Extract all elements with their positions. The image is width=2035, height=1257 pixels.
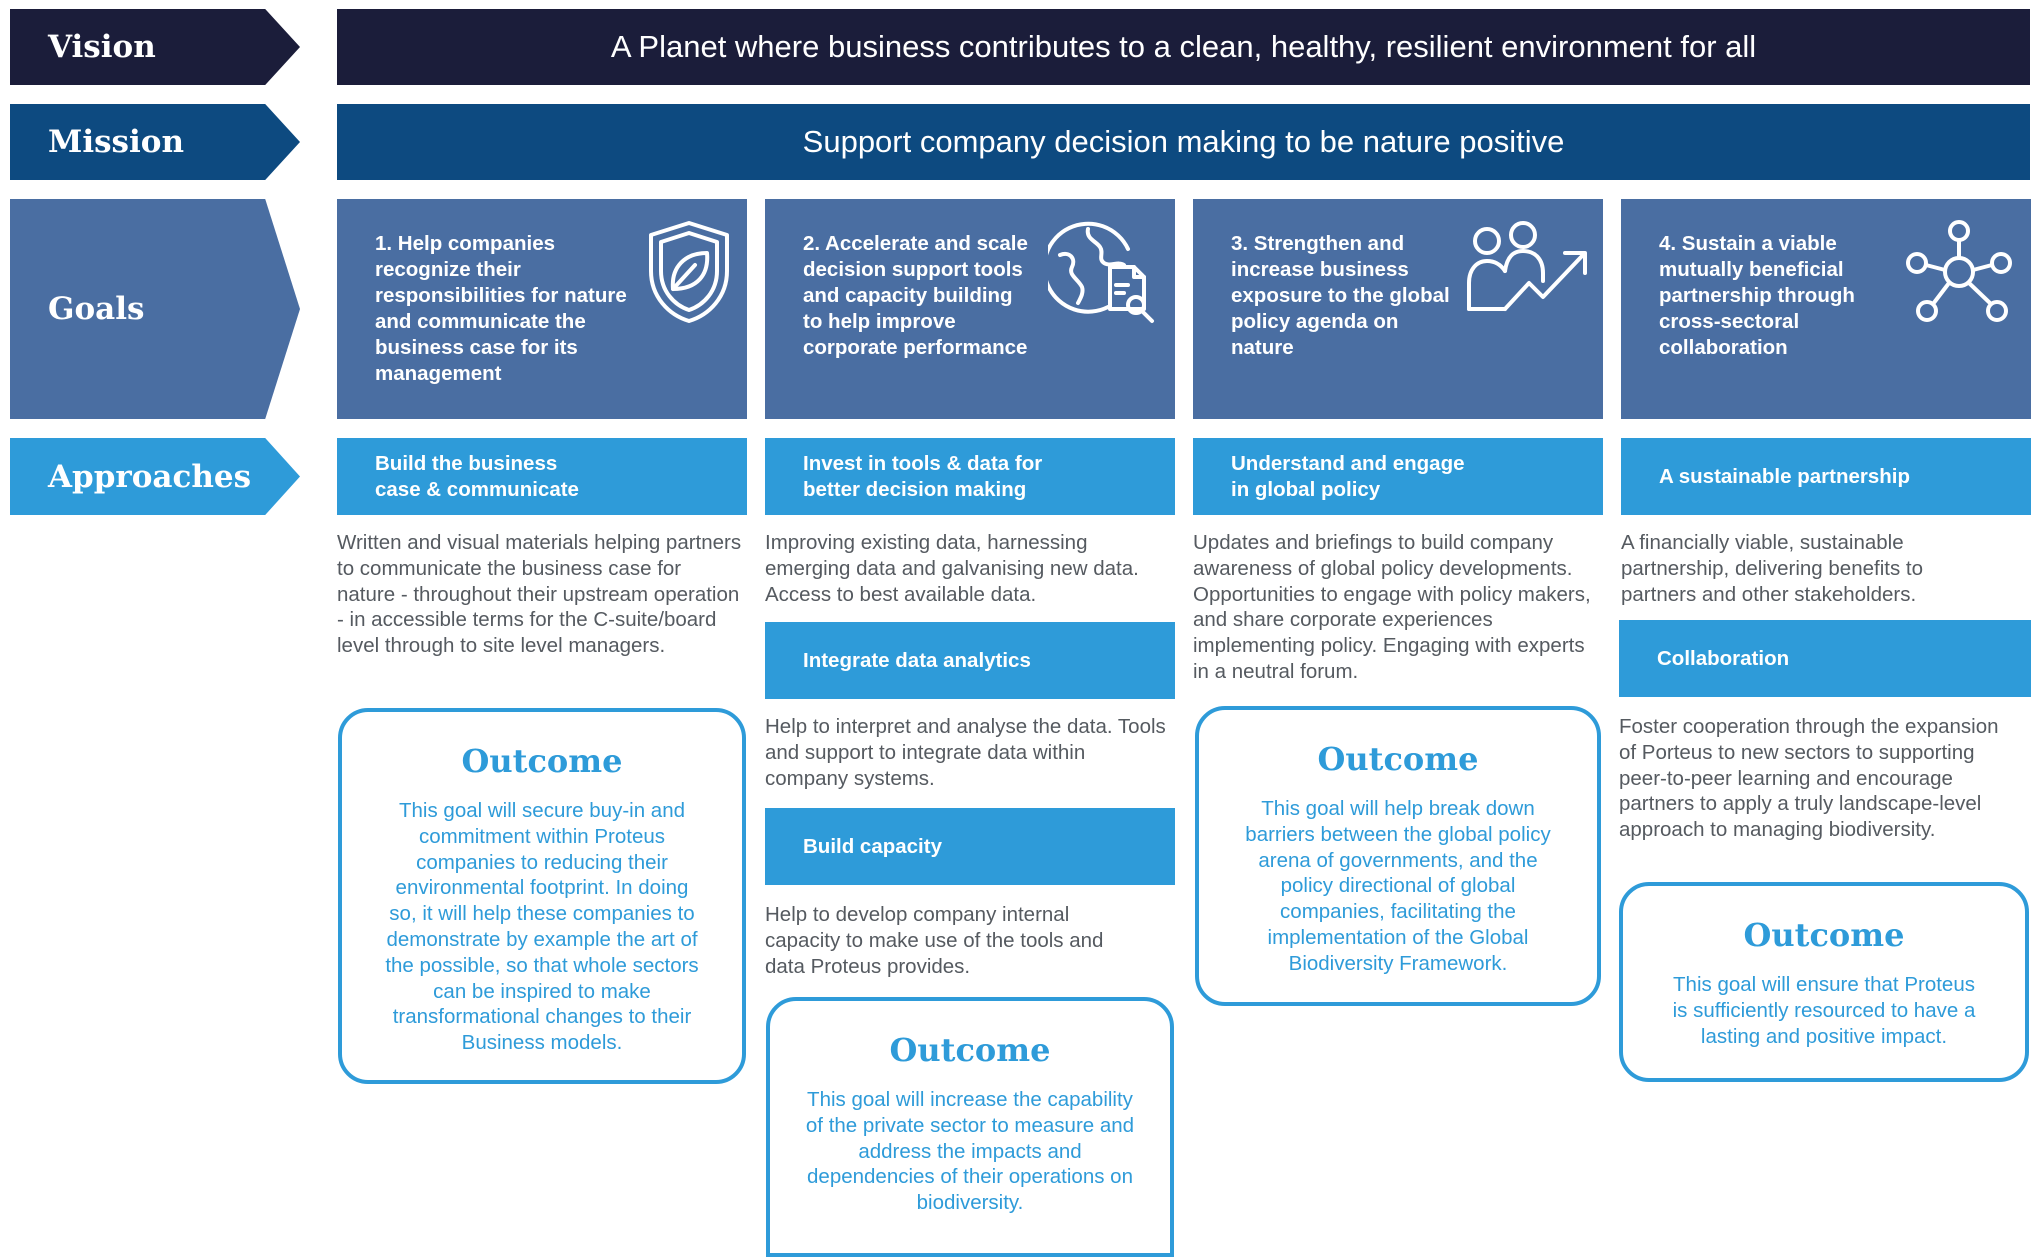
approach-3-description: Updates and briefings to build company a… <box>1193 531 1591 683</box>
goal-2-text: 2. Accelerate and scale decision support… <box>803 232 1028 359</box>
goal-4-text: 4. Sustain a viable mutually beneficial … <box>1659 232 1855 359</box>
mission-banner: Support company decision making to be na… <box>337 104 2030 180</box>
goal-card-2: 2. Accelerate and scale decision support… <box>765 199 1175 419</box>
row-label-vision: Vision <box>10 9 300 85</box>
approach-2-sub-1-label: Integrate data analytics <box>803 648 1031 672</box>
approach-4-bar: A sustainable partnership <box>1621 438 2031 515</box>
outcome-1-title: Outcome <box>461 742 623 780</box>
approach-2-sub-1-bar: Integrate data analytics <box>765 622 1175 699</box>
approach-4-sub-1-description: Foster cooperation through the expansion… <box>1619 715 1999 842</box>
goal-3-text: 3. Strengthen and increase business expo… <box>1231 232 1450 359</box>
outcome-2-text: This goal will increase the capability o… <box>805 1088 1135 1215</box>
row-label-approaches: Approaches <box>10 438 300 515</box>
outcome-2-title: Outcome <box>889 1031 1051 1069</box>
people-trend-arrow-icon <box>1465 221 1589 313</box>
approach-2-sub-1-description: Help to interpret and analyse the data. … <box>765 715 1166 790</box>
approach-4-sub-1-label: Collaboration <box>1657 646 1790 670</box>
vision-banner: A Planet where business contributes to a… <box>337 9 2030 85</box>
approach-2-description: Improving existing data, harnessing emer… <box>765 531 1139 606</box>
globe-document-search-icon <box>1048 221 1158 325</box>
row-label-mission-text: Mission <box>48 124 184 160</box>
approach-3-label: Understand and engage in global policy <box>1231 451 1465 501</box>
outcome-1-text: This goal will secure buy-in and commitm… <box>385 799 699 1055</box>
goal-card-3: 3. Strengthen and increase business expo… <box>1193 199 1603 419</box>
row-label-vision-text: Vision <box>48 29 156 65</box>
outcome-box-4: Outcome This goal will ensure that Prote… <box>1619 882 2029 1082</box>
approach-1-label: Build the business case & communicate <box>375 451 579 501</box>
approach-3-bar: Understand and engage in global policy <box>1193 438 1603 515</box>
outcome-3-title: Outcome <box>1317 740 1479 778</box>
approach-2-sub-2-description: Help to develop company internal capacit… <box>765 903 1104 978</box>
outcome-3-text: This goal will help break down barriers … <box>1245 797 1551 975</box>
outcome-box-3: Outcome This goal will help break down b… <box>1195 706 1601 1006</box>
mission-statement: Support company decision making to be na… <box>802 124 1565 159</box>
approach-1-bar: Build the business case & communicate <box>337 438 747 515</box>
approach-2-sub-2-label: Build capacity <box>803 834 942 858</box>
outcome-4-title: Outcome <box>1743 916 1905 954</box>
row-label-mission: Mission <box>10 104 300 180</box>
outcome-box-2: Outcome This goal will increase the capa… <box>766 997 1174 1257</box>
approach-2-sub-2-bar: Build capacity <box>765 808 1175 885</box>
approach-1-description: Written and visual materials helping par… <box>337 531 742 658</box>
outcome-box-1: Outcome This goal will secure buy-in and… <box>338 708 746 1084</box>
row-label-goals: Goals <box>10 199 300 419</box>
outcome-4-text: This goal will ensure that Proteus is su… <box>1672 973 1976 1048</box>
row-label-approaches-text: Approaches <box>48 458 252 495</box>
approach-4-sub-1-bar: Collaboration <box>1619 620 2031 697</box>
goal-card-4: 4. Sustain a viable mutually beneficial … <box>1621 199 2031 419</box>
approach-4-description: A financially viable, sustainable partne… <box>1621 531 1923 606</box>
shield-leaf-icon <box>647 219 731 325</box>
goal-1-text: 1. Help companies recognize their respon… <box>375 232 627 385</box>
approach-2-label: Invest in tools & data for better decisi… <box>803 451 1043 501</box>
goal-card-1: 1. Help companies recognize their respon… <box>337 199 747 419</box>
approach-4-label: A sustainable partnership <box>1659 464 1910 488</box>
approach-2-bar: Invest in tools & data for better decisi… <box>765 438 1175 515</box>
network-nodes-icon <box>1905 219 2013 325</box>
vision-statement: A Planet where business contributes to a… <box>610 29 1757 64</box>
row-label-goals-text: Goals <box>48 291 145 327</box>
